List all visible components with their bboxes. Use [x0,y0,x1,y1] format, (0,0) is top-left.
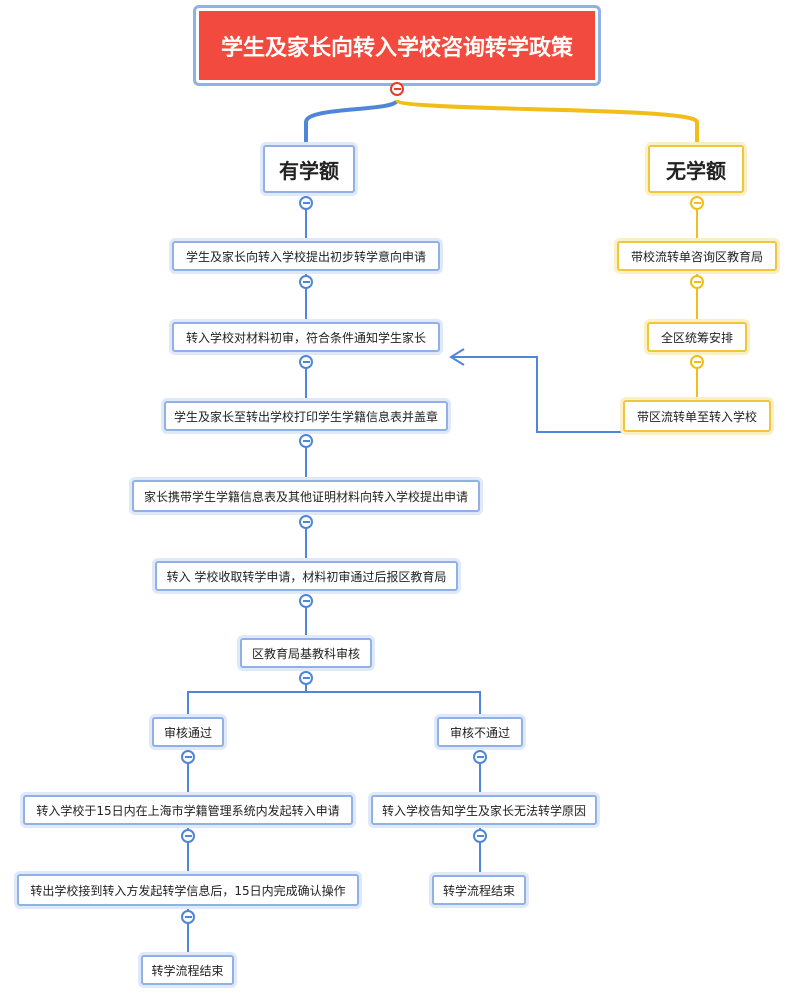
collapse-toggle-icon[interactable] [690,196,704,210]
step-print-record[interactable]: 学生及家长至转出学校打印学生学籍信息表并盖章 [164,401,448,431]
collapse-toggle-icon[interactable] [299,671,313,685]
step-inform-reason[interactable]: 转入学校告知学生及家长无法转学原因 [371,795,597,825]
collapse-toggle-icon[interactable] [181,750,195,764]
step-report-bureau[interactable]: 转入 学校收取转学申请，材料初审通过后报区教育局 [155,561,458,591]
branch-no-quota[interactable]: 无学额 [648,145,744,193]
collapse-toggle-icon[interactable] [299,515,313,529]
root-topic[interactable]: 学生及家长向转入学校咨询转学政策 [196,8,598,83]
edge-root-no-quota [395,98,699,145]
collapse-toggle-icon[interactable] [299,594,313,608]
edge-return-arrow [452,356,623,433]
review-fail[interactable]: 审核不通过 [437,717,523,747]
collapse-toggle-icon[interactable] [299,355,313,369]
step-initiate-transfer[interactable]: 转入学校于15日内在上海市学籍管理系统内发起转入申请 [23,795,353,825]
collapse-toggle-icon[interactable] [690,275,704,289]
step-bring-transfer-form[interactable]: 带区流转单至转入学校 [623,400,771,432]
review-pass[interactable]: 审核通过 [152,717,224,747]
collapse-toggle-icon[interactable] [181,910,195,924]
step-consult-bureau[interactable]: 带校流转单咨询区教育局 [617,241,777,271]
branch-has-quota[interactable]: 有学额 [263,145,355,193]
edge-root-has-quota [304,98,399,145]
step-confirm-transfer[interactable]: 转出学校接到转入方发起转学信息后，15日内完成确认操作 [17,874,359,906]
arrowhead-icon [449,348,465,366]
collapse-toggle-icon[interactable] [473,750,487,764]
collapse-toggle-icon[interactable] [181,829,195,843]
step-district-arrangement[interactable]: 全区统筹安排 [647,322,747,352]
collapse-toggle-icon[interactable] [299,434,313,448]
step-initial-application[interactable]: 学生及家长向转入学校提出初步转学意向申请 [172,241,440,271]
collapse-toggle-icon[interactable] [299,275,313,289]
step-process-end-fail[interactable]: 转学流程结束 [432,875,526,905]
step-bureau-review[interactable]: 区教育局基教科审核 [240,638,372,668]
edge-review-split [187,683,481,715]
step-material-review[interactable]: 转入学校对材料初审，符合条件通知学生家长 [172,322,440,352]
step-submit-application[interactable]: 家长携带学生学籍信息表及其他证明材料向转入学校提出申请 [132,480,480,512]
collapse-toggle-icon[interactable] [690,355,704,369]
collapse-toggle-icon[interactable] [473,829,487,843]
step-process-end[interactable]: 转学流程结束 [141,955,234,985]
collapse-toggle-icon[interactable] [299,196,313,210]
collapse-toggle-icon[interactable] [390,82,404,96]
